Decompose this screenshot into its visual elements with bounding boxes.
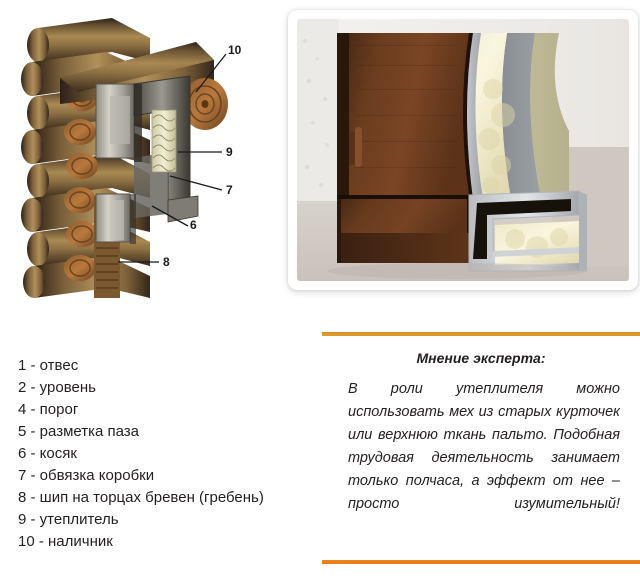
insulation-fill	[151, 109, 177, 173]
top-row: 10 9 7 6 8	[0, 0, 638, 310]
expert-opinion-block: Мнение эксперта: В роли утеплителя можно…	[322, 310, 640, 582]
callout-label-8: 8	[163, 255, 170, 269]
expert-opinion-text: В роли утеплителя можно использовать мех…	[348, 381, 620, 512]
threshold-profile	[468, 190, 587, 272]
callout-label-10: 10	[228, 43, 242, 57]
expert-bottom-divider	[322, 560, 640, 564]
callout-label-6: 6	[190, 218, 197, 232]
legend-item: 1 - отвес	[18, 357, 79, 374]
legend-item: 4 - порог	[18, 401, 79, 418]
legend-item: 7 - обвязка коробки	[18, 467, 155, 484]
callout-label-9: 9	[226, 145, 233, 159]
log-wall-door-frame-diagram: 10 9 7 6 8	[0, 0, 280, 310]
legend-item: 2 - уровень	[18, 379, 96, 396]
legend-item: 8 - шип на торцах бревен (гребень)	[18, 489, 264, 506]
legend-item: 10 - наличник	[18, 533, 113, 550]
diagram-legend-list: 1 - отвес 2 - уровень 4 - порог 5 - разм…	[18, 355, 308, 553]
insulated-door-photo-card	[288, 10, 638, 290]
expert-opinion-title: Мнение эксперта:	[416, 350, 546, 366]
expert-top-divider	[322, 332, 640, 336]
door-frame-assembly	[95, 75, 199, 244]
legend-item: 5 - разметка паза	[18, 423, 140, 440]
door-photo-svg	[297, 19, 629, 281]
insulated-door-photo	[297, 19, 629, 281]
callout-leader-lines	[118, 53, 227, 263]
bottom-row: 1 - отвес 2 - уровень 4 - порог 5 - разм…	[0, 310, 640, 582]
callout-label-7: 7	[226, 183, 233, 197]
legend-item: 9 - утеплитель	[18, 511, 119, 528]
legend-item: 6 - косяк	[18, 445, 77, 462]
diagram-svg	[21, 18, 228, 298]
